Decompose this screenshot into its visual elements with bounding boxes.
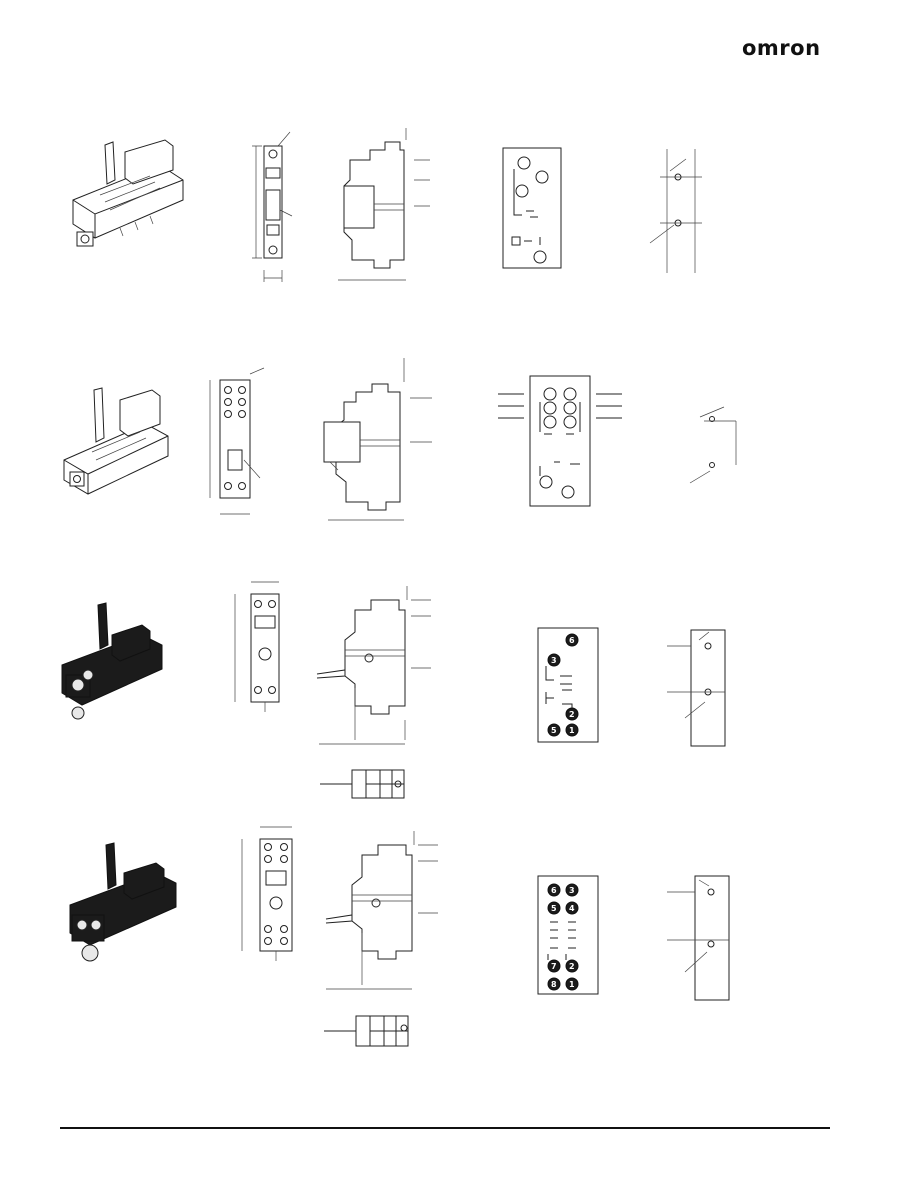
svg-text:5: 5 bbox=[551, 726, 557, 735]
svg-text:3: 3 bbox=[569, 886, 575, 895]
terminal-number-1: 1 bbox=[565, 977, 579, 991]
row2-side-view bbox=[323, 358, 432, 521]
row1-photo bbox=[72, 139, 184, 247]
row2-photo bbox=[63, 387, 169, 495]
svg-text:6: 6 bbox=[569, 636, 575, 645]
omron-logo: omron bbox=[742, 36, 821, 60]
row4-terminal-arrangement: 6 3 5 4 7 2 8 1 bbox=[537, 875, 599, 995]
svg-text:8: 8 bbox=[551, 980, 557, 989]
svg-text:4: 4 bbox=[569, 904, 575, 913]
row2-terminal-arrangement bbox=[498, 375, 622, 507]
svg-text:5: 5 bbox=[551, 904, 557, 913]
row3-side-view bbox=[316, 586, 431, 745]
row3-mounting-holes bbox=[667, 629, 726, 747]
row2-top-view bbox=[209, 367, 265, 515]
row1-top-view bbox=[252, 131, 293, 282]
row4-mounting-holes bbox=[667, 875, 730, 1001]
row4-top-view bbox=[241, 826, 293, 961]
terminal-number-4: 4 bbox=[565, 901, 579, 915]
footer-rule bbox=[60, 1127, 830, 1129]
svg-text:2: 2 bbox=[569, 710, 575, 719]
terminal-number-2: 2 bbox=[565, 707, 579, 721]
svg-text:6: 6 bbox=[551, 886, 557, 895]
row2-mounting-holes bbox=[689, 406, 737, 484]
terminal-number-7: 7 bbox=[547, 959, 561, 973]
terminal-number-6: 6 bbox=[547, 883, 561, 897]
row4-side-view bbox=[325, 831, 438, 990]
terminal-number-1: 1 bbox=[565, 723, 579, 737]
terminal-number-5: 5 bbox=[547, 723, 561, 737]
row4-photo bbox=[69, 842, 177, 962]
terminal-number-3: 3 bbox=[547, 653, 561, 667]
svg-text:7: 7 bbox=[551, 962, 557, 971]
row3-terminal-arrangement: 6 3 2 5 1 bbox=[537, 627, 599, 743]
terminal-number-2: 2 bbox=[565, 959, 579, 973]
row3-photo bbox=[61, 602, 163, 720]
svg-text:2: 2 bbox=[569, 962, 575, 971]
row4-side-detail bbox=[324, 1015, 409, 1047]
row3-top-view bbox=[234, 581, 280, 712]
svg-text:3: 3 bbox=[551, 656, 557, 665]
terminal-number-8: 8 bbox=[547, 977, 561, 991]
terminal-number-3: 3 bbox=[565, 883, 579, 897]
row1-mounting-holes bbox=[649, 149, 702, 273]
terminal-number-4: 6 bbox=[565, 633, 579, 647]
svg-text:1: 1 bbox=[569, 980, 575, 989]
svg-text:1: 1 bbox=[569, 726, 575, 735]
row3-side-detail bbox=[320, 769, 405, 799]
terminal-number-5: 5 bbox=[547, 901, 561, 915]
row1-terminal-arrangement bbox=[502, 147, 562, 269]
row1-side-view bbox=[338, 128, 430, 281]
